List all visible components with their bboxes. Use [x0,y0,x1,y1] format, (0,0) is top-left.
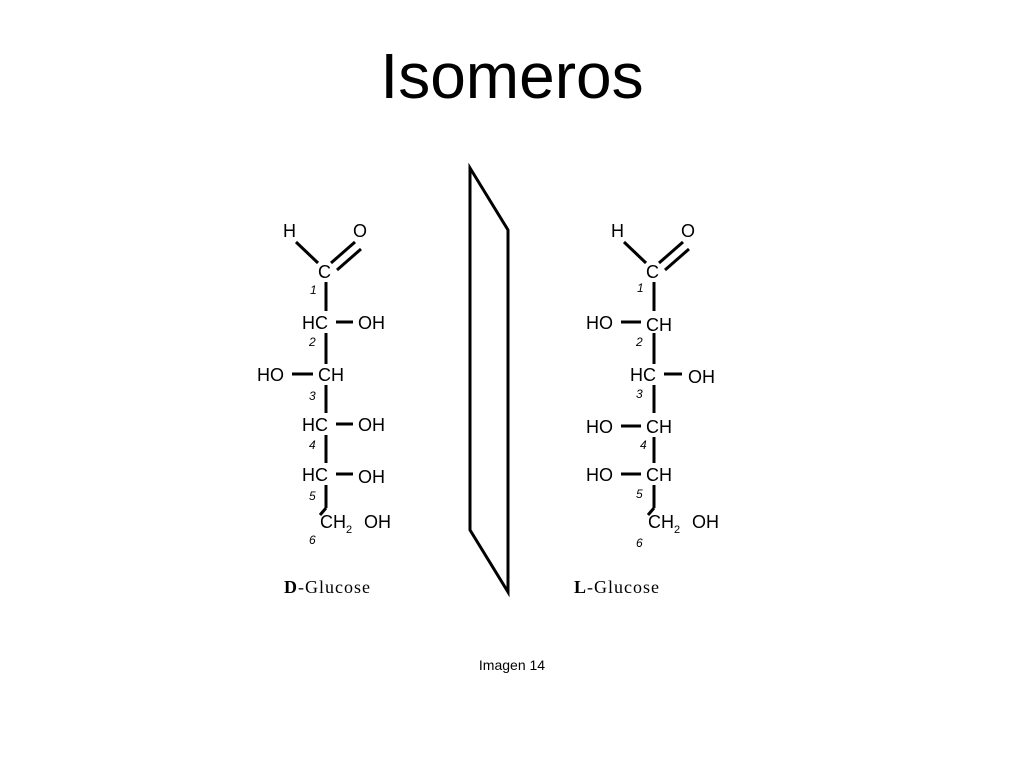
d-name-rest: -Glucose [298,577,371,597]
l-name-rest: -Glucose [587,577,660,597]
d-c5-oh: OH [358,467,385,487]
l-glucose-structure: H O C 1 HO CH 2 HC OH 3 HO CH 4 HO CH 5 … [574,221,719,597]
l-c4-ho: HO [586,417,613,437]
l-bond-h-c1 [622,240,648,265]
d-c6-ch: CH [320,512,346,532]
l-c1: C [646,262,659,282]
d-c6-subscript: 2 [346,524,352,536]
d-glucose-name: D-Glucose [284,577,371,597]
l-num-4: 4 [640,438,647,452]
l-name-letter: L [574,577,587,597]
l-c2: CH [646,315,672,335]
l-double-bond-c1-o-b [664,247,690,272]
d-c3: CH [318,365,344,385]
l-num-6: 6 [636,536,643,550]
d-num-5: 5 [309,489,316,503]
image-caption: Imagen 14 [478,657,546,673]
l-double-bond-c1-o-a [658,240,684,265]
l-glucose-name: L-Glucose [574,577,660,597]
d-c2-oh: OH [358,313,385,333]
l-c2-ho: HO [586,313,613,333]
slide-title: Isomeros [380,40,644,112]
d-bond-h-c1 [294,240,320,265]
l-num-5: 5 [636,487,643,501]
l-c6-subscript: 2 [674,524,680,536]
d-num-1: 1 [310,283,317,297]
d-aldehyde-o: O [353,221,367,241]
d-c4-oh: OH [358,415,385,435]
d-aldehyde-h: H [283,221,296,241]
l-bond-c6 [646,507,656,516]
d-num-2: 2 [308,335,316,349]
d-c6-oh: OH [364,512,391,532]
d-name-letter: D [284,577,298,597]
d-c5: HC [302,465,328,485]
l-num-1: 1 [637,281,644,295]
d-bond-c6 [318,507,328,516]
d-num-3: 3 [309,389,316,403]
l-c5-ho: HO [586,465,613,485]
l-num-2: 2 [635,335,643,349]
d-glucose-structure: H O C 1 HC OH 2 HO CH 3 HC OH 4 HC OH 5 … [257,221,391,597]
l-c3: HC [630,365,656,385]
d-c1: C [318,262,331,282]
l-c3-oh: OH [688,367,715,387]
mirror-plane [468,162,510,598]
l-aldehyde-h: H [611,221,624,241]
l-c6-oh: OH [692,512,719,532]
d-double-bond-c1-o-a [330,240,356,265]
l-num-3: 3 [636,387,643,401]
d-c3-ho: HO [257,365,284,385]
d-num-6: 6 [309,533,316,547]
d-c4: HC [302,415,328,435]
d-num-4: 4 [309,438,316,452]
l-aldehyde-o: O [681,221,695,241]
l-c4: CH [646,417,672,437]
d-double-bond-c1-o-b [336,247,362,272]
l-c5: CH [646,465,672,485]
d-c2: HC [302,313,328,333]
l-c6-ch: CH [648,512,674,532]
